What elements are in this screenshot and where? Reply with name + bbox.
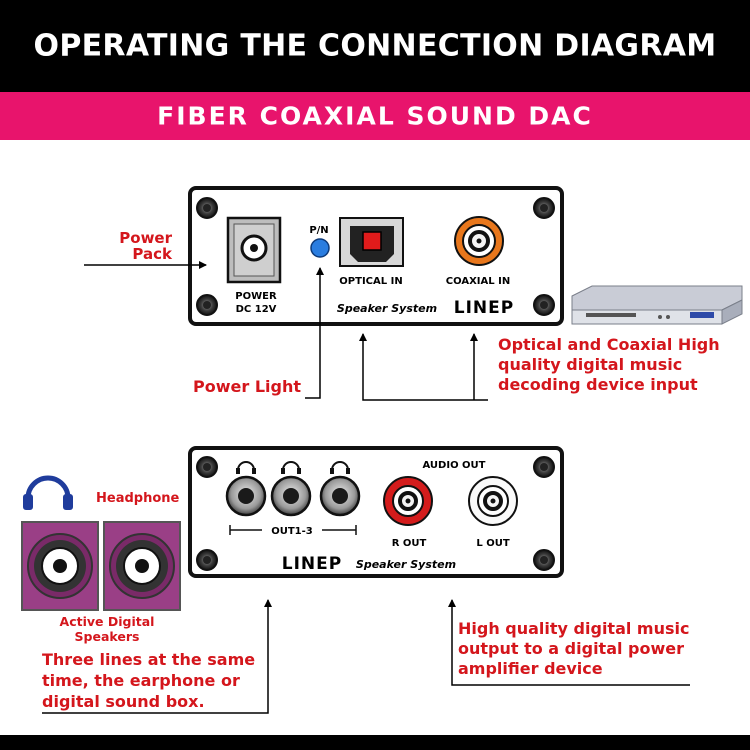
brand-logo: LINEP: [282, 554, 342, 574]
l-out-label: L OUT: [476, 538, 509, 549]
output-arrow-left: [42, 599, 272, 714]
screw-icon: [196, 456, 218, 478]
r-out-jack: [383, 476, 433, 526]
output-arrow-right: [448, 599, 690, 686]
input-note-line3: decoding device input: [498, 375, 698, 394]
out1-3-label: OUT1-3: [271, 526, 313, 537]
out-jack-1: [225, 475, 267, 517]
amplifier-note-line2: output to a digital power: [458, 639, 685, 658]
screw-icon: [196, 549, 218, 571]
title-band: [0, 0, 750, 92]
power-led-icon: [310, 238, 330, 258]
audio-out-label: AUDIO OUT: [423, 460, 486, 471]
headphone-jack-icon: [330, 461, 350, 474]
input-note-line1: Optical and Coaxial High: [498, 335, 720, 354]
amplifier-note-line1: High quality digital music: [458, 619, 690, 638]
input-note-line2: quality digital music: [498, 355, 683, 374]
r-out-label: R OUT: [392, 538, 427, 549]
power-light-label: Power Light: [193, 377, 301, 396]
pn-label: P/N: [309, 225, 328, 236]
power-pack-line2: Pack: [132, 245, 172, 263]
power-pack-line1: Power: [119, 229, 172, 247]
coaxial-in-label: COAXIAL IN: [446, 276, 510, 287]
out-jack-3: [319, 475, 361, 517]
dc-12v-label: DC 12V: [236, 304, 277, 315]
headphone-jack-icon: [236, 461, 256, 474]
brand-text: Speaker System: [337, 302, 437, 315]
input-arrows: [359, 333, 488, 401]
screw-icon: [533, 197, 555, 219]
out-jack-2: [270, 475, 312, 517]
optical-input-jack: [339, 217, 404, 267]
amplifier-note: High quality digital music output to a d…: [458, 619, 689, 679]
speaker-left-icon: [21, 521, 99, 611]
top-device-panel: POWER DC 12V P/N OPTICAL IN COAXIAL IN S…: [188, 186, 564, 326]
screw-icon: [533, 294, 555, 316]
output-note: Three lines at the same time, the earpho…: [42, 649, 255, 712]
subtitle-band: [0, 92, 750, 140]
headphone-jack-icon: [281, 461, 301, 474]
power-pack-label: Power Pack: [108, 230, 172, 262]
output-note-line3: digital sound box.: [42, 692, 205, 711]
page-title: OPERATING THE CONNECTION DIAGRAM: [33, 28, 717, 64]
output-note-line1: Three lines at the same: [42, 650, 256, 669]
brand-logo: LINEP: [454, 298, 514, 318]
dc-power-socket: [226, 216, 282, 284]
dvd-player-icon: [571, 285, 743, 325]
headphone-icon: [23, 475, 73, 510]
input-note: Optical and Coaxial High quality digital…: [498, 335, 720, 395]
screw-icon: [196, 197, 218, 219]
bottom-device-panel: OUT1-3 AUDIO OUT R OUT L OUT LINEP Speak…: [188, 446, 564, 578]
bottom-band: [0, 735, 750, 750]
power-light-arrow: [305, 267, 324, 399]
output-note-line2: time, the earphone or: [42, 671, 240, 690]
page-subtitle: FIBER COAXIAL SOUND DAC: [157, 101, 593, 131]
headphone-label: Headphone: [96, 491, 180, 506]
speaker-right-icon: [103, 521, 181, 611]
brand-text: Speaker System: [356, 558, 456, 571]
screw-icon: [533, 549, 555, 571]
screw-icon: [533, 456, 555, 478]
optical-in-label: OPTICAL IN: [339, 276, 402, 287]
amplifier-note-line3: amplifier device: [458, 659, 603, 678]
coaxial-input-jack: [454, 216, 504, 266]
power-label: POWER: [235, 291, 277, 302]
speakers-line2: Speakers: [74, 629, 140, 644]
speakers-line1: Active Digital: [59, 614, 155, 629]
speakers-label: Active Digital Speakers: [46, 614, 168, 644]
screw-icon: [196, 294, 218, 316]
l-out-jack: [468, 476, 518, 526]
